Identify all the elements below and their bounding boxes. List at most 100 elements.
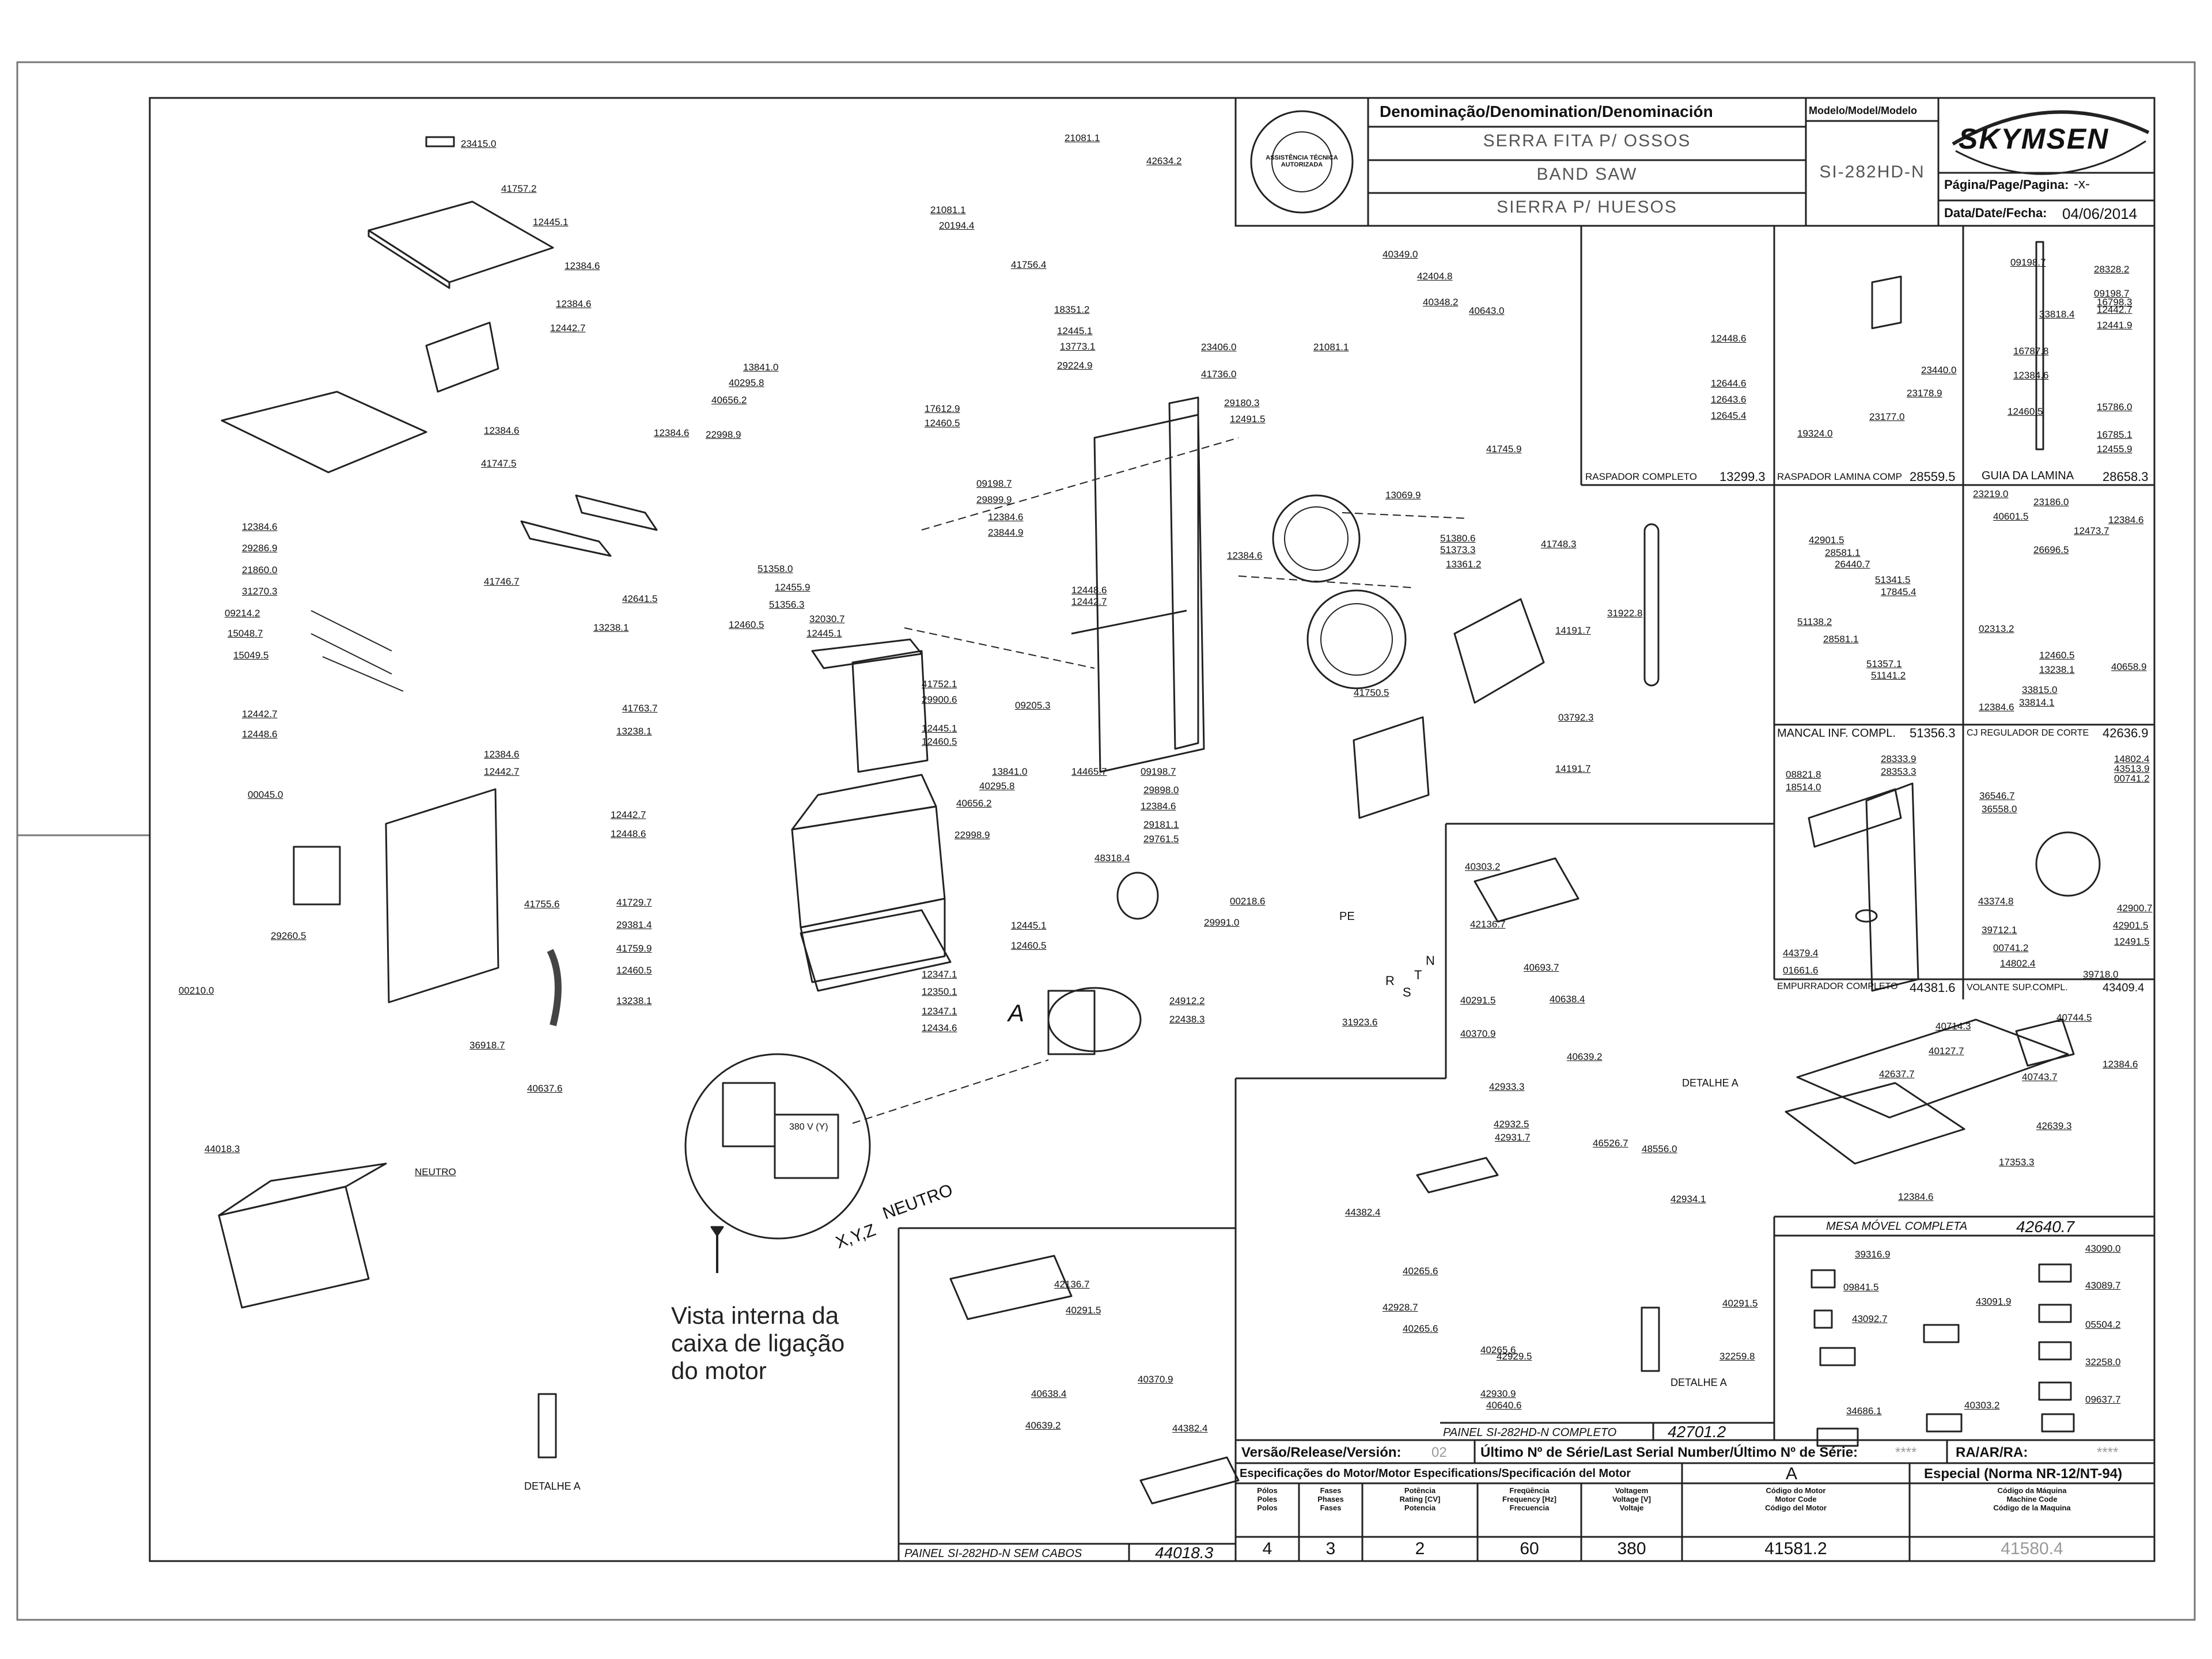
part-number-label: 40127.7 [1929, 1046, 1964, 1056]
phase-label: N [1426, 953, 1435, 968]
part-number-label: 40370.9 [1460, 1028, 1496, 1039]
part-number-label: 14802.4 [2114, 753, 2150, 764]
part-number-label: 09198.7 [2010, 257, 2046, 268]
part-number-label: 23219.0 [1973, 488, 2009, 499]
part-number-label: 43091.9 [1976, 1296, 2012, 1307]
part-number-label: 40291.5 [1460, 995, 1496, 1006]
name-es: SIERRA P/ HUESOS [1497, 198, 1677, 217]
part-number-label: 40640.6 [1486, 1400, 1522, 1411]
part-number-label: 12448.6 [1071, 585, 1107, 596]
part-number-label: 12445.1 [922, 723, 957, 734]
part-number-label: 29381.4 [616, 919, 652, 930]
part-number-label: 12460.5 [616, 965, 652, 976]
part-number-label: 29181.1 [1143, 819, 1179, 830]
pe-label: PE [1339, 910, 1355, 923]
part-number-label: 21081.1 [930, 204, 966, 215]
subassembly-code: 51356.3 [1910, 726, 1956, 740]
subassembly-name: VOLANTE SUP.COMPL. [1967, 983, 2068, 993]
part-number-label: 41755.6 [524, 899, 560, 910]
val-motor-code: 41581.2 [1764, 1539, 1827, 1558]
part-number-label: 21081.1 [1313, 342, 1349, 353]
part-number-label: 40643.0 [1469, 305, 1505, 316]
part-number-label: 18514.0 [1786, 782, 1821, 793]
part-number-label: 12491.5 [2114, 936, 2150, 947]
part-number-label: 14191.7 [1555, 763, 1591, 774]
part-number-label: 51358.0 [757, 563, 793, 574]
part-number-label: 24912.2 [1169, 995, 1205, 1006]
part-number-label: 40348.2 [1423, 297, 1459, 308]
part-number-label: 51373.3 [1440, 544, 1476, 555]
part-number-label: 12445.1 [806, 628, 842, 639]
motor-letter: A [1786, 1464, 1798, 1483]
serial-label: Último Nº de Série/Last Serial Number/Úl… [1480, 1445, 1858, 1460]
version-label: Versão/Release/Versión: [1241, 1445, 1402, 1460]
part-number-label: 40265.6 [1403, 1266, 1438, 1277]
part-number-label: 12445.1 [1011, 920, 1047, 931]
name-en: BAND SAW [1536, 165, 1638, 184]
version-value: 02 [1431, 1445, 1447, 1460]
part-number-label: 15049.5 [233, 650, 269, 661]
part-number-label: 40637.6 [527, 1083, 563, 1094]
part-number-label: 44382.4 [1345, 1207, 1381, 1218]
subassembly-name: MESA MÓVEL COMPLETA [1826, 1220, 1968, 1233]
val-frequency: 60 [1520, 1539, 1539, 1558]
part-number-label: 29286.9 [242, 543, 278, 554]
part-number-label: 40743.7 [2022, 1071, 2058, 1082]
val-voltage: 380 [1617, 1539, 1646, 1558]
special-label: Especial (Norma NR-12/NT-94) [1924, 1466, 2123, 1482]
part-number-label: 29224.9 [1057, 360, 1093, 371]
subassembly-code: 44018.3 [1155, 1544, 1214, 1562]
part-number-label: 12441.9 [2097, 320, 2133, 331]
part-number-label: 13773.1 [1060, 341, 1096, 352]
part-number-label: 40639.2 [1025, 1420, 1061, 1431]
part-number-label: 12442.7 [550, 323, 586, 334]
part-number-label: 18351.2 [1054, 304, 1090, 315]
part-number-label: 42639.3 [2036, 1120, 2072, 1131]
part-number-label: 33818.4 [2039, 309, 2075, 320]
part-number-label: 12460.5 [2039, 650, 2075, 661]
part-number-label: 39718.0 [2083, 969, 2119, 980]
part-number-label: 41745.9 [1486, 444, 1522, 454]
val-machine-code: 41580.4 [2001, 1539, 2063, 1558]
part-number-label: 42900.7 [2117, 903, 2153, 914]
motor-note-line: do motor [671, 1357, 767, 1384]
col-header-motor-code: Código do Motor Motor Code Código del Mo… [1765, 1486, 1827, 1512]
part-number-label: 36546.7 [1979, 790, 2015, 801]
part-number-label: 40714.3 [1936, 1021, 1971, 1032]
part-number-label: NEUTRO [415, 1166, 456, 1177]
part-number-label: 13069.9 [1385, 490, 1421, 501]
part-number-label: 41746.7 [484, 576, 520, 587]
serial-value: **** [1895, 1445, 1917, 1460]
part-number-label: 31270.3 [242, 586, 278, 597]
part-number-label: 09214.2 [225, 608, 260, 619]
col-header-machine-code: Código da Máquina Machine Code Código de… [1993, 1486, 2071, 1512]
part-number-label: 40291.5 [1722, 1298, 1758, 1309]
page-value: -x- [2074, 176, 2090, 192]
part-number-label: 12384.6 [654, 427, 690, 438]
part-number-label: 12460.5 [2008, 406, 2043, 417]
part-number-label: 48556.0 [1642, 1143, 1677, 1154]
part-number-label: 40656.2 [956, 798, 992, 809]
part-number-label: 16787.8 [2013, 346, 2049, 357]
part-number-label: 33814.1 [2019, 697, 2055, 708]
part-number-label: 12460.5 [1011, 940, 1047, 951]
part-number-label: 41759.9 [616, 943, 652, 954]
part-number-label: 17353.3 [1999, 1157, 2035, 1168]
model-label: Modelo/Model/Modelo [1809, 105, 1917, 116]
part-number-label: 12384.6 [1979, 702, 2014, 713]
subassembly-name: GUIA DA LAMINA [1982, 469, 2074, 482]
part-number-label: 43090.0 [2085, 1243, 2121, 1254]
part-number-label: 42928.7 [1382, 1302, 1418, 1313]
part-number-label: 12384.6 [2013, 370, 2049, 381]
part-number-label: 14191.7 [1555, 625, 1591, 636]
part-number-label: 13238.1 [593, 622, 629, 633]
col-header-frequency: Freqüência Frequency [Hz] Frecuencia [1502, 1486, 1556, 1512]
part-number-label: 12350.1 [922, 986, 957, 997]
part-number-label: 12645.4 [1711, 410, 1747, 421]
part-number-label: 42641.5 [622, 593, 658, 604]
part-number-label: 23186.0 [2033, 497, 2069, 507]
part-number-label: 13238.1 [616, 995, 652, 1006]
val-phases: 3 [1325, 1539, 1336, 1558]
part-number-label: 12384.6 [2108, 514, 2144, 525]
col-header-phases: Fases Phases Fases [1317, 1486, 1344, 1512]
